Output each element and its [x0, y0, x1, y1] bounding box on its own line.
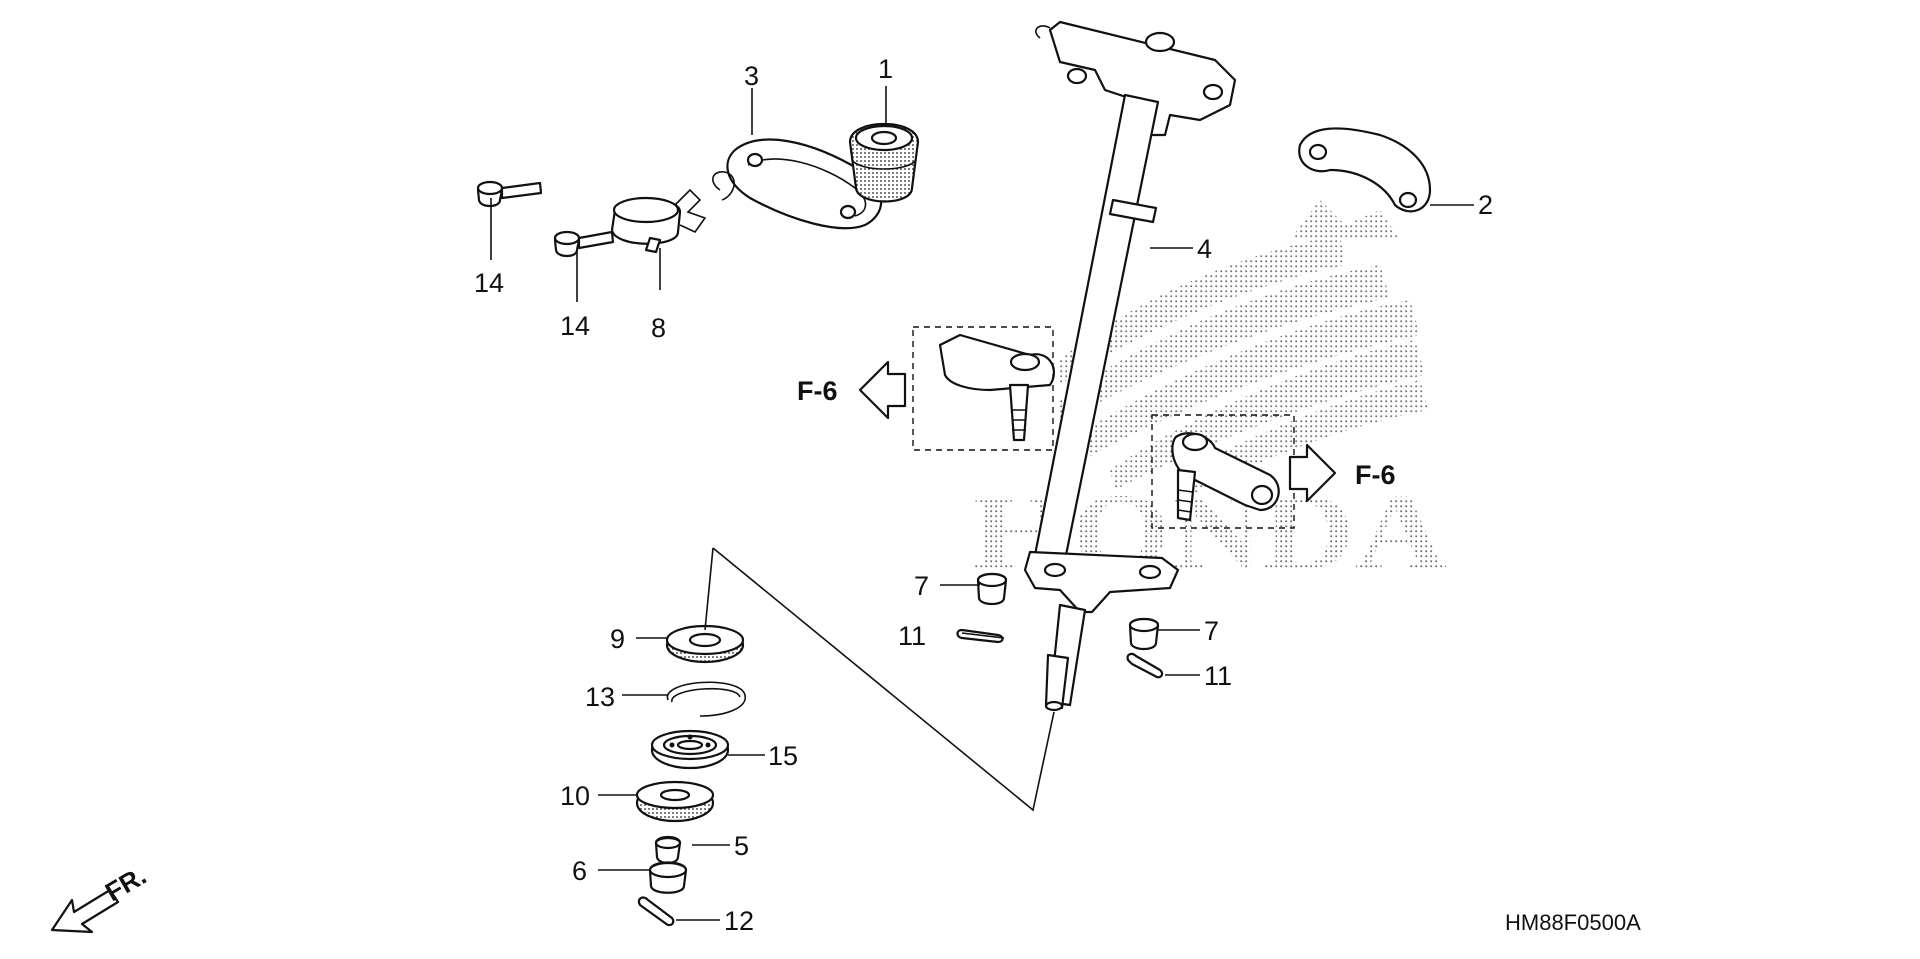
callout-13: 13 [585, 682, 615, 712]
lower-cotter-pin [637, 896, 675, 927]
oil-seal [665, 624, 745, 664]
callout-3: 3 [744, 61, 759, 91]
cotter-pin-left [956, 628, 1004, 644]
shaft-holder [1298, 127, 1432, 213]
callout-4: 4 [1197, 234, 1212, 264]
callout-5: 5 [734, 831, 749, 861]
reference-label-right: F-6 [1355, 460, 1396, 490]
callout-9: 9 [610, 624, 625, 654]
reference-label-left: F-6 [797, 376, 838, 406]
lock-nut [648, 861, 688, 894]
flange-bolt-lower [553, 230, 615, 258]
reference-box-left [912, 326, 1054, 451]
cotter-pin-right [1126, 652, 1164, 679]
reference-arrow-right-icon [1288, 443, 1337, 503]
tie-rod-end-left [938, 333, 1056, 442]
tie-rod-end-right [1171, 432, 1280, 522]
callout-7-right: 7 [1204, 616, 1219, 646]
callout-1: 1 [878, 54, 893, 84]
snap-ring [666, 681, 746, 717]
front-arrow-icon [50, 888, 120, 934]
dust-seal [635, 780, 715, 823]
ball-bearing [650, 729, 730, 770]
callout-11-right: 11 [1204, 661, 1232, 691]
assembly-line [712, 547, 1055, 812]
castle-nut-right [1128, 617, 1160, 651]
callout-10: 10 [560, 781, 590, 811]
leader-lines [490, 86, 1474, 921]
flange-bolt-upper [476, 180, 543, 208]
callout-12: 12 [724, 906, 754, 936]
castle-nut-left [976, 572, 1008, 606]
steering-bushing [848, 123, 920, 203]
callout-15: 15 [768, 741, 798, 771]
callout-14-upper: 14 [474, 268, 504, 298]
collar [654, 835, 682, 865]
reference-arrow-left-icon [858, 360, 907, 420]
bearing-holder [712, 138, 883, 230]
callout-7-left: 7 [914, 571, 929, 601]
diagram-code: HM88F0500A [1505, 910, 1641, 935]
callout-11-left: 11 [898, 621, 926, 651]
callout-6: 6 [572, 856, 587, 886]
callout-2: 2 [1478, 190, 1493, 220]
band-clamp [610, 188, 707, 254]
steering-shaft [1023, 20, 1237, 712]
callout-8: 8 [651, 313, 666, 343]
callout-14-lower: 14 [560, 311, 590, 341]
